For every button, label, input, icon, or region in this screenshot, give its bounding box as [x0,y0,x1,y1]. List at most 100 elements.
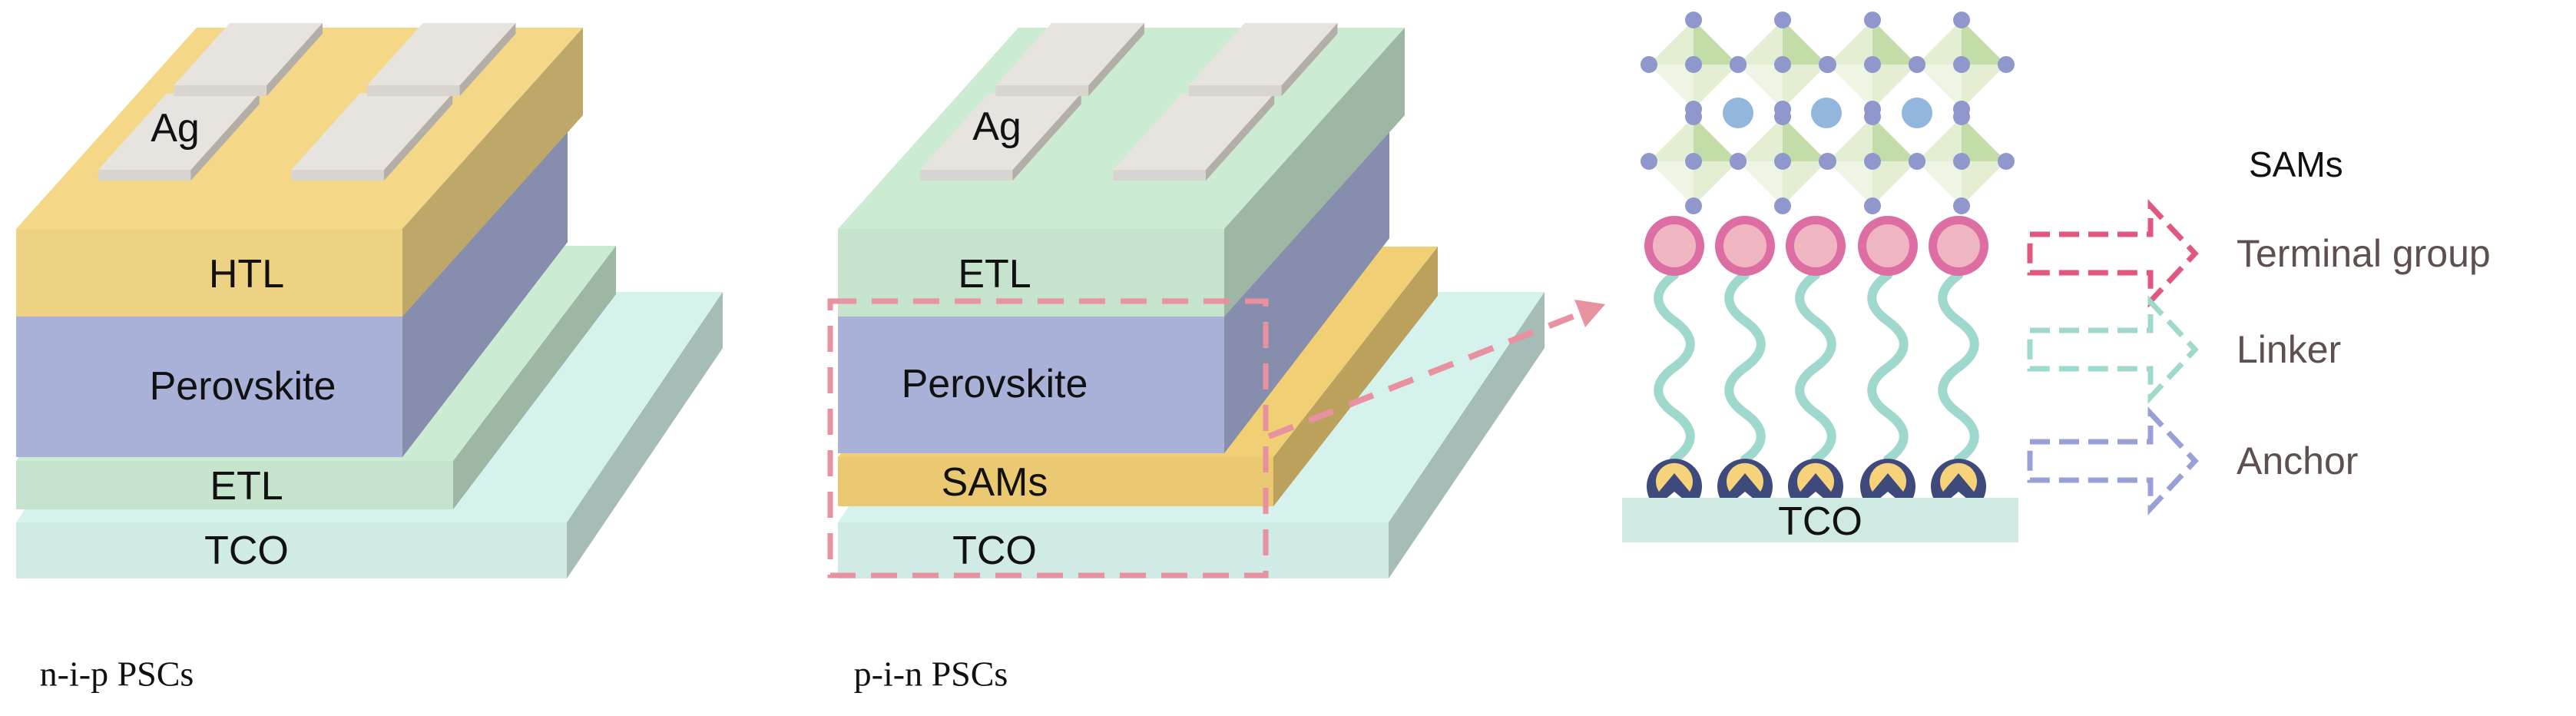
pin-sams-label: SAMs [942,460,1048,505]
nip-ag-pad-1-side [267,22,323,97]
nip-etl-label: ETL [210,464,283,509]
nip-perovskite-label: Perovskite [150,364,336,409]
octahedron-light [1649,161,1694,206]
perovskite-crystal-lattice [1641,12,2015,214]
nip-tco-label: TCO [204,529,289,573]
halide-atom [1685,153,1702,170]
linker-chain [1867,270,1909,464]
pin-ag-label: Ag [972,104,1021,149]
pin-etl-layer-front-face [838,229,1224,317]
nip-ag-label: Ag [151,106,200,151]
halide-atom [1953,197,1970,214]
linker-chain [1938,270,1979,464]
terminal-group-label: Terminal group [2237,232,2491,275]
nip-ag-pad-3-side [459,22,516,97]
halide-atom [1730,56,1747,73]
octahedron-light [1917,161,1962,206]
halide-atom [1774,197,1791,214]
octahedron-light [1738,65,1783,109]
pin-ag-pad-2 [1113,93,1275,171]
pin-sams-layer-front-face [838,457,1273,506]
halide-atom [1864,108,1881,125]
halide-atom [1641,56,1657,73]
anchor-chevron [1797,462,1834,492]
halide-atom [1685,12,1702,28]
nip-etl-layer-front-face [16,461,453,509]
nip-ag-pad-1-front [174,85,267,97]
nip-tco-layer-side-face [567,292,723,578]
linker-chain [1724,270,1766,464]
pin-ag-pad-1 [995,22,1144,86]
halide-atom [1819,153,1836,170]
a-site-cation [1723,98,1753,128]
nip-htl-layer-side-face [402,28,583,317]
pin-ag-pad-3 [1188,22,1338,86]
octahedron-shade [1694,20,1738,65]
halide-atom [1730,153,1747,170]
halide-atom [1909,153,1925,170]
anchor-chevron [1940,462,1977,492]
nip-tco-layer-front-face [16,522,567,578]
nip-ag-pad-0-front [98,170,191,181]
octahedron-shade [1872,20,1917,65]
pin-perovskite-label: Perovskite [902,362,1088,406]
halide-atom [1864,153,1881,170]
sams-title: SAMs [2249,144,2343,184]
pin-ag-pad-0-front [919,170,1013,181]
halide-atom [1998,153,2015,170]
octahedron-shade [1962,20,2006,65]
dashed-arrow-icon [2027,199,2199,308]
halide-atom [1774,153,1791,170]
pin-tco-layer-front-face [838,522,1389,578]
anchor-chevron [1869,462,1906,492]
halide-atom [1864,197,1881,214]
pin-ag-pad-2-front [1113,170,1206,181]
octahedron-light [1738,161,1783,206]
anchor-label: Anchor [2237,439,2358,482]
linker-chain [1795,270,1836,464]
anchor-chevron [1727,462,1764,492]
octahedron-light [1649,65,1694,109]
pin-ag-pad-3-side [1281,22,1338,97]
pin-tco-layer-side-face [1389,292,1545,578]
zoom-pointer-arrowhead [1574,300,1605,327]
linker-label: Linker [2237,328,2341,371]
octahedron-light [1917,65,1962,109]
halide-atom [1774,56,1791,73]
nip-ag-pad-3-front [366,85,460,97]
sam-molecules [1644,216,1988,507]
nip-ag-pad-2-side [383,93,453,181]
nip-ag-pad-3 [366,22,516,86]
pin-etl-layer-side-face [1224,28,1405,317]
terminal-group-core [1866,224,1909,267]
terminal-group-core [1723,224,1766,267]
pin-ag-pad-1-front [995,85,1089,97]
halide-atom [1641,153,1657,170]
nip-device-stack [16,22,723,578]
octahedron-shade [1872,117,1917,161]
nip-perovskite-layer-side-face [402,98,568,457]
sams-highlight-box [827,298,1269,578]
halide-atom [1819,56,1836,73]
pin-ag-pad-3-front [1188,85,1282,97]
nip-ag-pad-2-front [291,170,384,181]
pin-sams-layer-side-face [1273,247,1438,506]
linker-chain [1654,270,1695,464]
detail-tco-label: TCO [1778,499,1862,544]
pin-ag-pad-2-side [1205,93,1275,181]
halide-atom [1998,56,2015,73]
pin-ag-pad-0 [919,93,1081,171]
pin-caption: p-i-n PSCs [854,655,1008,694]
nip-caption: n-i-p PSCs [40,655,194,694]
pin-ag-pad-1-side [1088,22,1144,97]
nip-htl-label: HTL [209,252,284,297]
octahedron-shade [1962,117,2006,161]
octahedron-light [1828,65,1872,109]
pin-device-stack [838,22,1545,578]
nip-ag-pad-2 [291,93,453,171]
dashed-arrow-icon [2027,406,2199,515]
pin-etl-label: ETL [958,252,1031,297]
halide-atom [1685,56,1702,73]
pin-perovskite-layer-front-face [838,313,1224,453]
